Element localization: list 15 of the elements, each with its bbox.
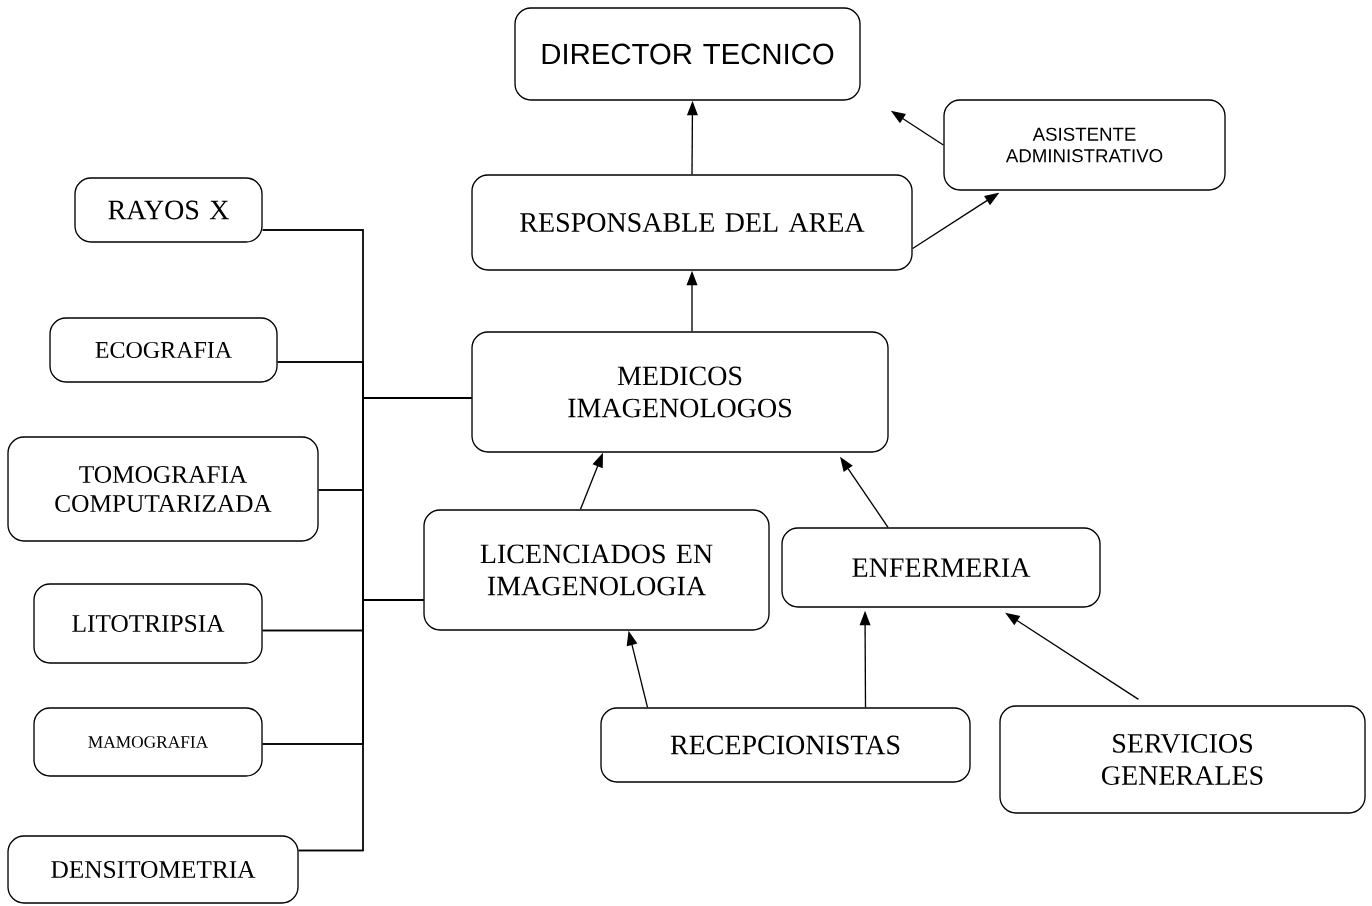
process-box: DIRECTOR TECNICO [514, 7, 861, 101]
process-box: LICENCIADOS EN IMAGENOLOGIA [423, 509, 770, 631]
process-box: ENFERMERIA [781, 527, 1101, 608]
process-box: SERVICIOS GENERALES [999, 705, 1366, 814]
process-box: RESPONSABLE DEL AREA [471, 174, 913, 271]
process-box: MEDICOS IMAGENOLOGOS [471, 331, 889, 453]
process-box: DENSITOMETRIA [7, 835, 299, 904]
process-box: RAYOS X [74, 177, 263, 243]
process-box: ASISTENTE ADMINISTRATIVO [943, 99, 1226, 191]
process-box: RECEPCIONISTAS [600, 707, 971, 783]
process-box: ECOGRAFIA [49, 317, 278, 383]
process-box: LITOTRIPSIA [33, 583, 263, 664]
connector-line [298, 599, 424, 852]
process-box: TOMOGRAFIA COMPUTARIZADA [7, 436, 319, 542]
process-box: MAMOGRAFIA [33, 707, 263, 777]
